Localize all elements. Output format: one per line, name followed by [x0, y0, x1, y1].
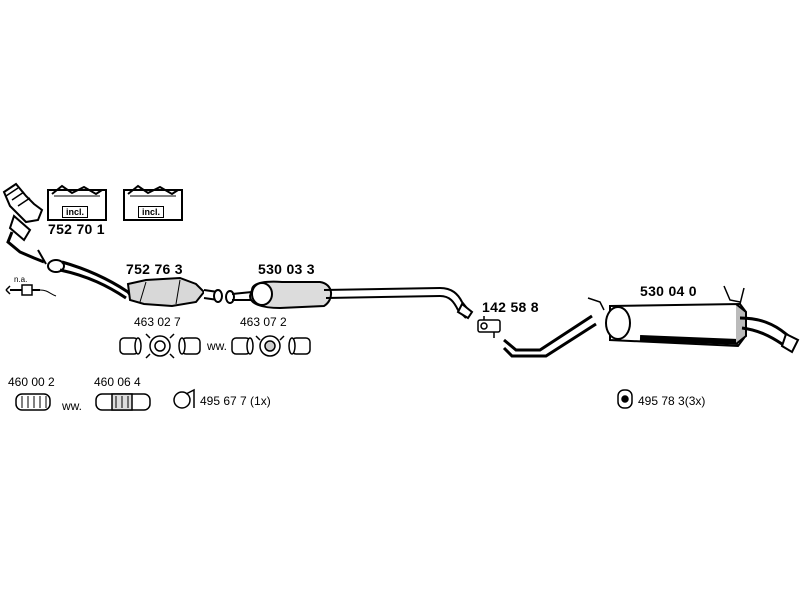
clamp-icon [173, 388, 195, 409]
gasket-icon [231, 335, 311, 357]
lambda-sensor-icon [5, 284, 57, 297]
part-number-clamp-set-2: 463 07 2 [240, 315, 287, 329]
clamp-icon [477, 316, 501, 338]
part-number-manifold: 752 70 1 [48, 221, 105, 237]
flex-pipe-icon [95, 393, 151, 411]
rear-silencer-icon [502, 285, 800, 358]
part-number-flex-pipe-2: 460 06 4 [94, 375, 141, 389]
flex-pipe-icon [15, 393, 51, 411]
part-number-catalytic-converter: 752 76 3 [126, 261, 183, 277]
alternative-note: ww. [62, 399, 83, 413]
middle-silencer-icon [225, 280, 474, 320]
catalytic-converter-icon [47, 259, 223, 308]
part-number-clamp-set-1: 463 02 7 [134, 315, 181, 329]
clamp-icon [119, 333, 201, 359]
part-number-rubber-mount: 495 78 3(3x) [638, 394, 706, 408]
part-number-middle-silencer: 530 03 3 [258, 261, 315, 277]
kit-box-label: incl. [62, 206, 89, 218]
rubber-mount-icon [617, 389, 633, 409]
part-number-clamp: 495 67 7 (1x) [200, 394, 271, 408]
part-number-flex-pipe-1: 460 00 2 [8, 375, 55, 389]
part-number-sleeve-clamp: 142 58 8 [482, 299, 539, 315]
kit-box-label: incl. [138, 206, 165, 218]
manifold-catalyst-icon [2, 182, 47, 265]
not-available-note: n.a. [14, 275, 28, 284]
alternative-note: ww. [207, 339, 228, 353]
kit-box-icon [123, 184, 183, 221]
part-number-rear-silencer: 530 04 0 [640, 283, 697, 299]
